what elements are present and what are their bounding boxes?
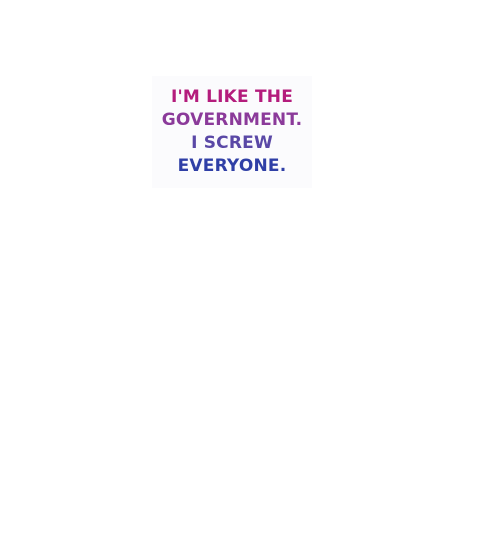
slogan-line-4: EVERYONE. [177,156,287,176]
slogan-line-2: GOVERNMENT. [161,110,303,130]
slogan-text: I'M LIKE THE GOVERNMENT. I SCREW EVERYON… [152,86,312,178]
slogan-line-1: I'M LIKE THE [170,87,294,107]
slogan-graphic: I'M LIKE THE GOVERNMENT. I SCREW EVERYON… [152,76,312,188]
slogan-line-3: I SCREW [191,133,273,153]
